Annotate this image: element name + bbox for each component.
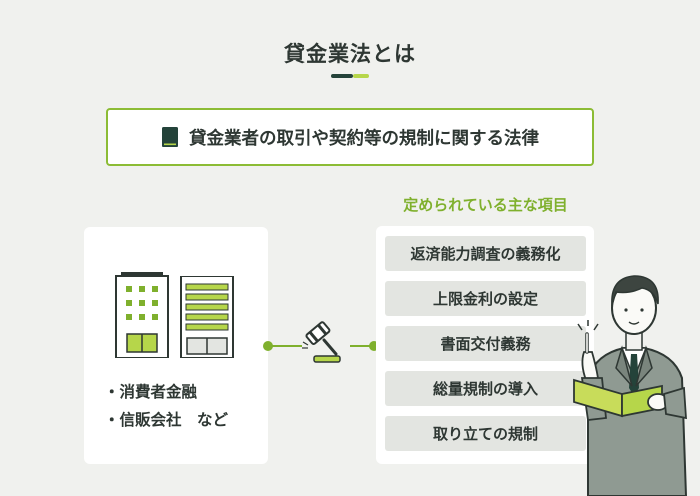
businessman-illustration <box>573 275 688 496</box>
target-panel <box>84 227 268 464</box>
definition-text: 貸金業者の取引や契約等の規制に関する法律 <box>189 128 539 149</box>
gavel-icon <box>302 321 341 363</box>
office-building-icon <box>180 276 234 358</box>
list-item: 書面交付義務 <box>385 326 586 361</box>
title-underline-light <box>353 74 369 78</box>
list-item: ・消費者金融 <box>104 383 198 401</box>
list-item: ・信販会社 など <box>104 411 229 429</box>
list-item: 取り立ての規制 <box>385 416 586 451</box>
definition-box: 貸金業者の取引や契約等の規制に関する法律 <box>106 108 594 166</box>
list-item: 総量規制の導入 <box>385 371 586 406</box>
target-list: ・消費者金融 ・信販会社 など <box>104 378 228 434</box>
list-item: 返済能力調査の義務化 <box>385 236 586 271</box>
book-icon <box>161 127 179 147</box>
page-title: 貸金業法とは <box>284 42 416 66</box>
list-item: 上限金利の設定 <box>385 281 586 316</box>
office-building-icon <box>115 272 169 358</box>
title-underline-dark <box>331 74 353 78</box>
items-heading: 定められている主な項目 <box>403 196 568 214</box>
